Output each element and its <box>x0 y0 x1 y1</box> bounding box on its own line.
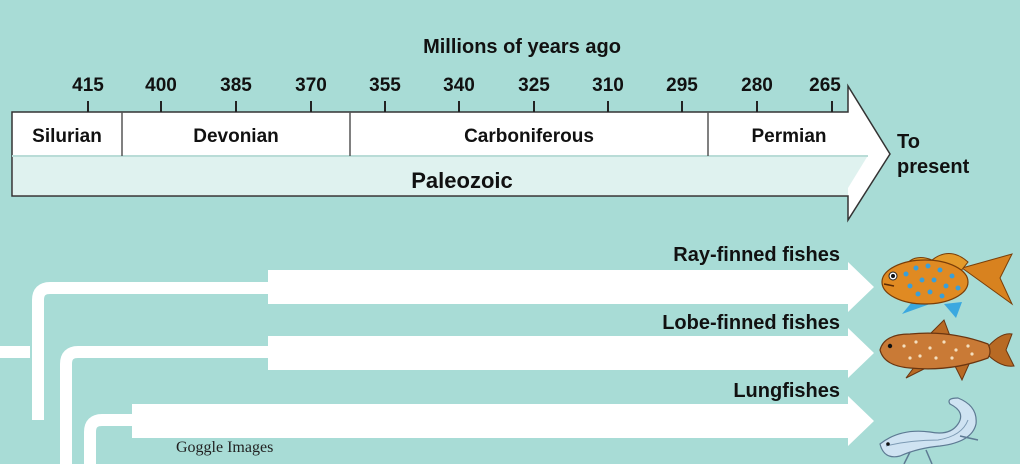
to-present-line-1: To <box>897 130 969 155</box>
lungfish-icon <box>880 398 978 464</box>
tick-label-355: 355 <box>369 75 401 97</box>
tick-marks <box>88 101 832 112</box>
tick-label-310: 310 <box>592 75 624 97</box>
tick-label-265: 265 <box>809 75 841 97</box>
tick-label-400: 400 <box>145 75 177 97</box>
ray-finned-fish-icon <box>882 253 1012 318</box>
tick-label-280: 280 <box>741 75 773 97</box>
tick-label-340: 340 <box>443 75 475 97</box>
tick-label-370: 370 <box>295 75 327 97</box>
period-label-devonian: Devonian <box>193 126 279 148</box>
image-credit: Goggle Images <box>176 439 273 457</box>
axis-title: Millions of years ago <box>423 36 621 59</box>
tick-label-385: 385 <box>220 75 252 97</box>
branch-connector-lungfishes <box>90 420 136 464</box>
lineage-label-lobe-finned: Lobe-finned fishes <box>662 312 840 335</box>
timeline-arrow <box>12 86 890 220</box>
tick-label-325: 325 <box>518 75 550 97</box>
tick-label-415: 415 <box>72 75 104 97</box>
lobe-finned-fish-icon <box>880 320 1014 380</box>
to-present-line-2: present <box>897 155 969 180</box>
period-label-carboniferous: Carboniferous <box>464 126 594 148</box>
to-present-label: To present <box>897 130 969 180</box>
period-label-silurian: Silurian <box>32 126 102 148</box>
lineage-arrow-lobe-finned <box>268 328 874 378</box>
lineage-arrow-ray-finned <box>268 262 874 312</box>
era-label: Paleozoic <box>411 168 512 194</box>
period-label-permian: Permian <box>752 126 827 148</box>
lineage-label-lungfishes: Lungfishes <box>733 380 840 403</box>
lineage-label-ray-finned: Ray-finned fishes <box>673 244 840 267</box>
tick-label-295: 295 <box>666 75 698 97</box>
